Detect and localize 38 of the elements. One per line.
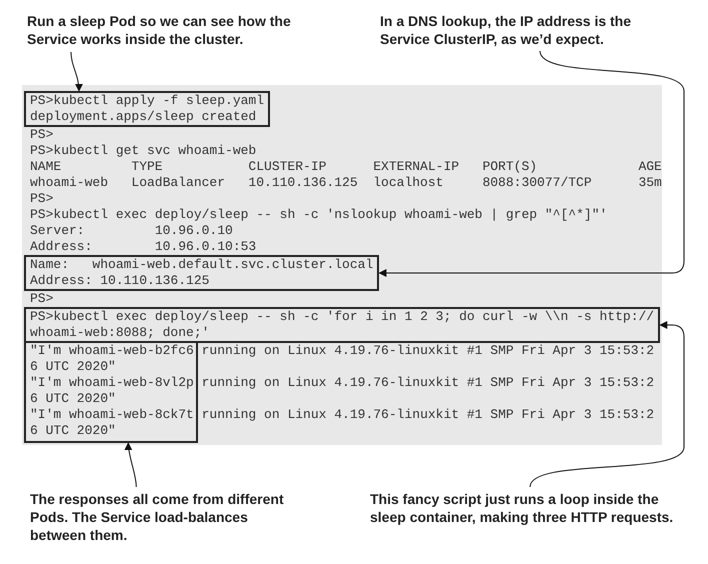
table-cell-text: EXTERNAL-IP [373,159,460,175]
terminal-line: PS> [30,191,54,207]
table-cell-text: localhost [373,175,444,191]
leader-arrow [70,52,83,92]
terminal-line: PS>kubectl exec deploy/sleep -- sh -c 'nslookup whoami-web | grep "^[^*]"' [30,207,608,223]
terminal-line: Address: 10.110.136.125 [30,273,210,289]
terminal-line: Server: 10.96.0.10 [30,223,234,239]
table-cell-text: 10.110.136.125 [248,175,359,191]
terminal-line: PS>kubectl get svc whoami-web [30,143,258,159]
table-cell-text: PORT(S) [482,159,538,175]
table-cell-text: LoadBalancer [131,175,226,191]
callout-text: In a DNS lookup, the IP address is the Service ClusterIP, as we’d expect. [380,12,680,48]
terminal-line: PS> [30,291,54,307]
leader-arrow [530,321,684,488]
table-cell: AGE [638,159,662,175]
terminal-line: "I'm whoami-web-8ck7t running on Linux 4.19.76-linuxkit #1 SMP Fri Apr 3 15:53:26 UTC 2020" [30,407,654,439]
terminal-line: "I'm whoami-web-8vl2p running on Linux 4.19.76-linuxkit #1 SMP Fri Apr 3 15:53:26 UTC 2020" [30,375,654,407]
terminal-line: PS>kubectl exec deploy/sleep -- sh -c 'for i in 1 2 3; do curl -w \\n -s http://whoami-web:8088; done;' [30,309,654,341]
table-cell-text: whoami-web [30,175,110,191]
terminal-line: PS> [30,127,54,143]
terminal-line: deployment.apps/sleep created [30,109,258,125]
terminal-line: Name: whoami-web.default.svc.cluster.local [30,257,374,273]
table-cell-text: NAME [30,159,62,175]
highlight-box [24,255,380,291]
callout-text: This fancy script just runs a loop inside the sleep container, making three HTTP requests. [370,490,690,526]
leader-arrow [124,442,137,488]
leader-arrow [378,50,684,277]
terminal-line: Address: 10.96.0.10:53 [30,239,258,255]
highlight-box [24,341,198,443]
table-cell: 35m [638,175,662,191]
table-cell-text: 8088:30077/TCP [482,175,593,191]
callout-text: The responses all come from different Pods. The Service load-balances between them. [30,490,290,544]
callout-text: Run a sleep Pod so we can see how the Service works inside the cluster. [27,12,317,48]
table-cell-text: TYPE [131,159,164,175]
highlight-box [24,91,270,127]
terminal-line: PS>kubectl apply -f sleep.yaml [30,93,264,109]
table-cell-text: CLUSTER-IP [248,159,328,175]
terminal-line: "I'm whoami-web-b2fc6 running on Linux 4.19.76-linuxkit #1 SMP Fri Apr 3 15:53:26 UTC 2020" [30,343,654,375]
